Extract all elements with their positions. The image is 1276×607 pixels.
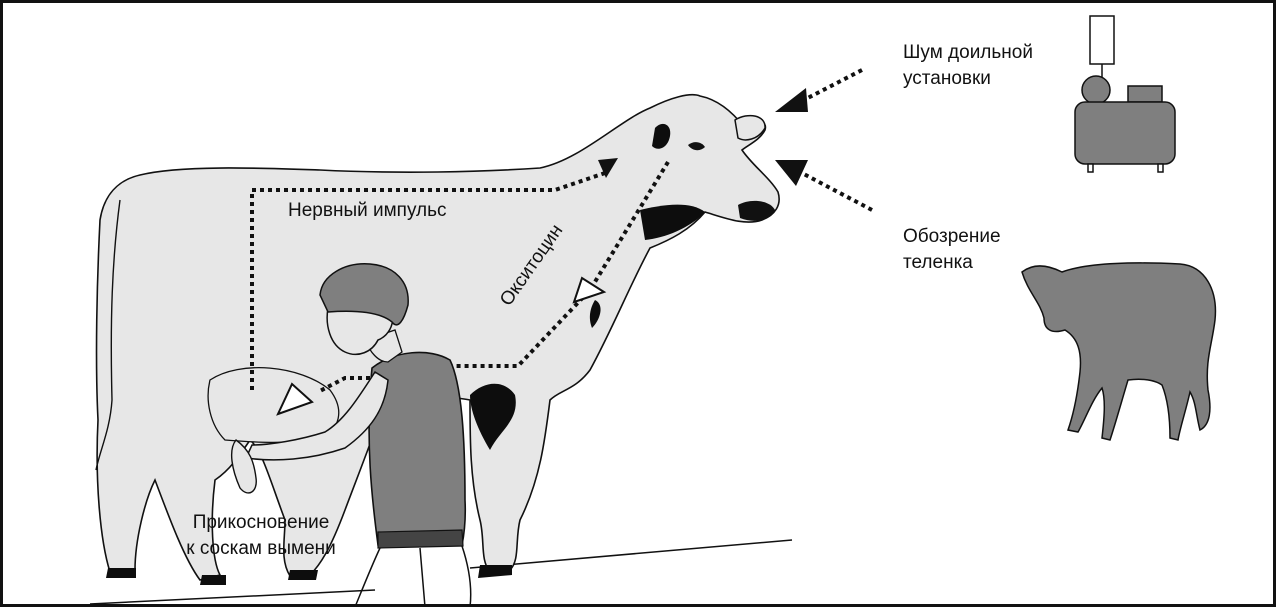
teat-touch-label: Прикосновение к соскам вымени	[154, 510, 368, 562]
machine-box	[1128, 86, 1162, 102]
milking-machine	[1075, 16, 1175, 172]
calf	[1022, 263, 1215, 440]
machine-tank	[1075, 102, 1175, 164]
calf-arrow	[800, 172, 872, 210]
noise-arrow	[800, 70, 862, 102]
machine-noise-label: Шум доильной установки	[903, 40, 1033, 92]
machine-noise-line2: установки	[903, 66, 1033, 92]
calf-view-label: Обозрение теленка	[903, 224, 1001, 276]
teat-touch-line2: к соскам вымени	[154, 536, 368, 562]
calf-view-line2: теленка	[903, 250, 1001, 276]
machine-jar	[1090, 16, 1114, 64]
milker-belt	[378, 530, 463, 548]
sensory-arrows	[775, 70, 872, 210]
milker-legs	[355, 546, 471, 607]
machine-noise-line1: Шум доильной	[903, 40, 1033, 66]
calf-arrowhead	[775, 160, 808, 186]
teat-touch-line1: Прикосновение	[154, 510, 368, 536]
machine-pump	[1082, 76, 1110, 104]
noise-arrowhead	[775, 88, 808, 112]
nerve-impulse-label: Нервный импульс	[288, 198, 447, 224]
calf-view-line1: Обозрение	[903, 224, 1001, 250]
